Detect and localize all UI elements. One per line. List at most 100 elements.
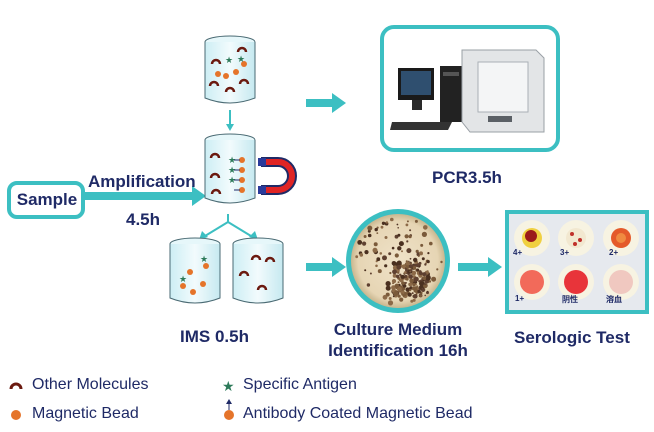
colony-dot: [407, 273, 410, 276]
colony-dot: [385, 221, 389, 224]
colony-dot: [409, 269, 413, 272]
colony-dot: [401, 293, 404, 296]
colony-dot: [436, 268, 439, 271]
amplification-label: Amplification: [88, 172, 196, 191]
well-label-hemolysis: 溶血: [606, 295, 622, 304]
well-label-2plus: 2+: [609, 248, 619, 257]
serologic-label: Serologic Test: [514, 328, 630, 347]
colony-dot: [414, 219, 418, 223]
specific-antigen-icon: ★: [222, 378, 235, 394]
colony-dot: [392, 269, 397, 275]
svg-text:★: ★: [228, 175, 236, 185]
colony-dot: [374, 227, 378, 232]
well-label-negative: 阴性: [562, 295, 578, 304]
colony-dot: [422, 279, 425, 282]
colony-dot: [407, 292, 412, 297]
colony-dot: [382, 255, 387, 261]
colony-dot: [423, 225, 428, 230]
colony-dot: [390, 217, 394, 222]
colony-dot: [427, 252, 430, 255]
colony-dot: [391, 246, 395, 250]
colony-dot: [428, 280, 432, 283]
svg-text:★: ★: [179, 274, 187, 284]
colony-dot: [424, 283, 427, 286]
colony-dot: [419, 294, 423, 298]
colony-dot: [380, 225, 384, 229]
middle-tube-particles: ★ ★ ★: [209, 152, 245, 195]
colony-dot: [397, 271, 400, 274]
colony-dot: [377, 269, 382, 274]
arrow-to-pcr: [306, 93, 346, 113]
legend-other-molecules: Other Molecules: [32, 376, 149, 393]
colony-dot: [388, 252, 392, 256]
colony-dot: [366, 283, 371, 287]
colony-dot: [404, 281, 407, 284]
colony-dot: [419, 281, 424, 286]
legend-magnetic-bead: Magnetic Bead: [32, 405, 139, 422]
legend-antibody-bead: Antibody Coated Magnetic Bead: [243, 405, 473, 422]
culture-colonies: [355, 217, 443, 306]
colony-dot: [424, 294, 427, 297]
colony-dot: [440, 260, 443, 264]
colony-dot: [423, 283, 428, 289]
colony-dot: [405, 223, 409, 227]
colony-dot: [385, 281, 391, 287]
magnet-label: M: [258, 166, 272, 183]
colony-dot: [385, 292, 390, 297]
colony-dot: [413, 286, 419, 292]
colony-dot: [422, 272, 427, 277]
ims-label: IMS 0.5h: [180, 327, 249, 346]
colony-dot: [404, 285, 406, 287]
colony-dot: [387, 300, 394, 306]
colony-dot: [424, 263, 427, 266]
svg-text:★: ★: [200, 254, 208, 264]
colony-dot: [376, 257, 381, 262]
colony-dot: [399, 297, 404, 302]
colony-dot: [413, 277, 416, 280]
magnetic-bead-icon: [11, 410, 21, 420]
amplification-time: 4.5h: [126, 210, 161, 229]
colony-dot: [409, 229, 412, 232]
colony-dot: [419, 251, 423, 256]
colony-dot: [422, 276, 427, 281]
colony-dot: [415, 263, 420, 268]
colony-dot: [413, 294, 418, 299]
colony-dot: [373, 242, 378, 247]
colony-dot: [416, 289, 421, 294]
colony-dot: [391, 279, 397, 284]
colony-dot: [396, 223, 399, 226]
serologic-wells: [514, 220, 639, 300]
colony-dot: [406, 248, 412, 254]
colony-dot: [375, 264, 378, 268]
colony-dot: [411, 270, 417, 276]
top-tube: [204, 35, 256, 104]
colony-dot: [367, 233, 372, 238]
colony-dot: [408, 274, 414, 279]
arrow-to-culture: [306, 257, 346, 277]
colony-dot: [405, 265, 409, 269]
colony-dot: [367, 225, 373, 231]
colony-dot: [416, 268, 420, 272]
colony-dot: [405, 274, 407, 277]
top-tube-particles: ★ ★: [208, 46, 250, 93]
colony-dot: [400, 290, 405, 295]
colony-dot: [391, 261, 397, 266]
colony-dot: [397, 233, 401, 237]
well-label-3plus: 3+: [560, 248, 570, 257]
magnet-icon: [258, 157, 297, 195]
colony-dot: [425, 275, 431, 281]
colony-dot: [408, 264, 413, 269]
colony-dot: [392, 295, 395, 298]
colony-dot: [359, 253, 364, 257]
split-arrows: [204, 214, 252, 237]
colony-dot: [408, 282, 413, 287]
colony-dot: [357, 240, 363, 245]
colony-dot: [420, 243, 424, 247]
colony-dot: [399, 273, 402, 276]
colony-dot: [376, 232, 379, 235]
colony-dot: [405, 261, 410, 266]
colony-dot: [401, 281, 405, 285]
colony-dot: [421, 287, 424, 290]
colony-dot: [405, 288, 409, 291]
svg-text:★: ★: [228, 165, 236, 175]
